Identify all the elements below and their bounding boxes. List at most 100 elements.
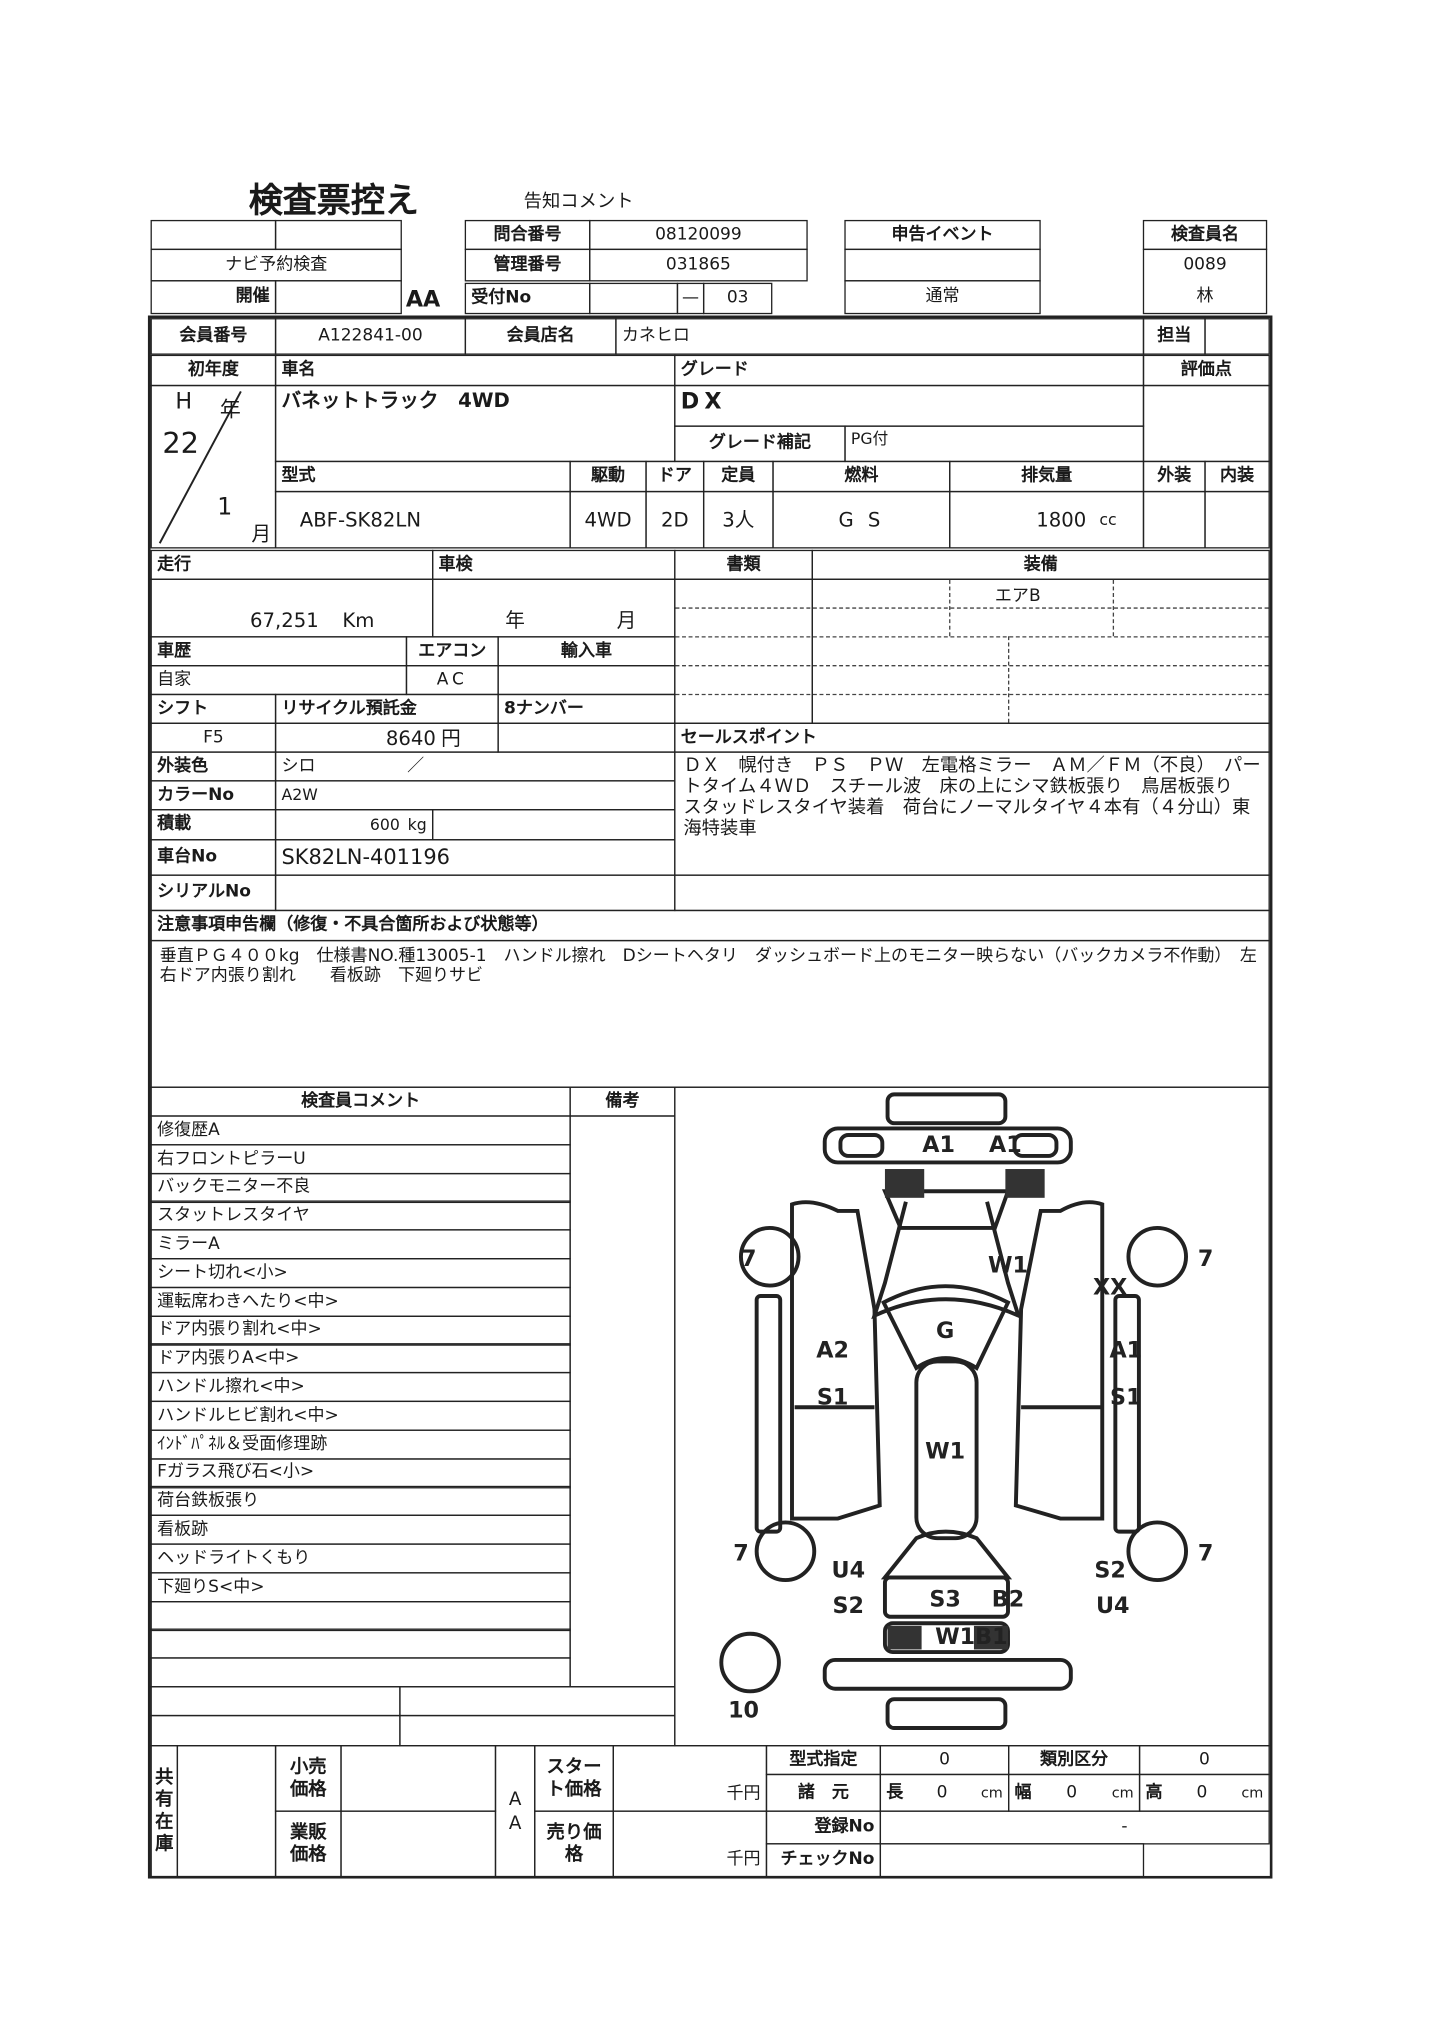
door: 2D: [645, 490, 705, 549]
color-no-label: カラーNo: [150, 780, 277, 811]
receipt-blank: [589, 282, 679, 315]
import-value: [497, 665, 676, 696]
damage-label: S3: [929, 1586, 961, 1612]
length-cell: 長 0 cm: [879, 1773, 1010, 1812]
mileage-cell: 67,251 Km: [150, 578, 434, 638]
event-label: 申告イベント: [844, 219, 1041, 251]
damage-label: W1B1: [934, 1624, 1006, 1650]
grade-note: PG付: [844, 425, 1145, 463]
mileage-label: 走行: [150, 549, 434, 580]
inquiry-number: 08120099: [589, 219, 808, 251]
damage-label: A2: [816, 1337, 849, 1363]
sales-point-label: セールスポイント: [674, 722, 1270, 753]
remarks-area: [569, 1115, 676, 1688]
comment-row: ドア内張り割れ<中>: [150, 1315, 571, 1346]
equipment-item: エアB: [994, 586, 1041, 607]
door-label: ドア: [645, 460, 705, 493]
eight-number-value: [497, 722, 676, 753]
comment-row: 運転席わきへたり<中>: [150, 1286, 571, 1317]
drive: 4WD: [569, 490, 647, 549]
inquiry-label: 問合番号: [464, 219, 591, 251]
left-step: [754, 1293, 782, 1533]
notes-label: 注意事項申告欄（修復・不具合箇所および状態等）: [150, 909, 1270, 942]
registration-label: 登録No: [765, 1810, 882, 1845]
damage-label: S2: [1094, 1557, 1126, 1583]
aircon: AC: [405, 665, 499, 696]
color-cell: シロ ／: [274, 751, 676, 782]
blank-cell: [150, 219, 277, 251]
damage-label: 7: [740, 1245, 755, 1271]
load-label: 積載: [150, 809, 277, 841]
remarks-label: 備考: [569, 1086, 676, 1117]
kaisai-label: 開催: [150, 280, 277, 315]
spec-label: 諸 元: [765, 1773, 882, 1812]
damage-label: A1: [1109, 1337, 1142, 1363]
inspector-label: 検査員名: [1142, 219, 1268, 251]
inspector-comment-label: 検査員コメント: [150, 1086, 571, 1117]
serial-value: [274, 874, 676, 912]
capacity: 3人: [702, 490, 774, 549]
grade-note-label: グレード補記: [674, 425, 846, 463]
damage-label: W1: [924, 1438, 964, 1464]
damage-label: W1: [987, 1252, 1027, 1278]
model: ABF-SK82LN: [274, 490, 571, 549]
capacity-label: 定員: [702, 460, 774, 493]
retail-price-label: 小売価格: [274, 1745, 342, 1812]
wholesale-price-value: [340, 1810, 497, 1878]
comment-row: 荷台鉄板張り: [150, 1486, 571, 1517]
recycle-cell: 8640 円: [274, 722, 499, 753]
displacement-cell: 1800 cc: [949, 490, 1145, 549]
docs-label: 書類: [674, 549, 813, 580]
type-designation: 0: [879, 1745, 1010, 1776]
comment-row: [150, 1600, 571, 1631]
store-name: カネヒロ: [615, 318, 1145, 355]
displacement-unit: cc: [1099, 510, 1117, 529]
type-designation-label: 型式指定: [765, 1745, 882, 1776]
tanto-blank: [1204, 318, 1270, 355]
aa-label: AA: [494, 1745, 536, 1878]
recycle-unit: 円: [441, 725, 461, 750]
rear-dark-left: [886, 1625, 921, 1649]
blank-cell: [274, 219, 402, 251]
damage-label: G: [935, 1317, 953, 1343]
headlight-left: [837, 1132, 884, 1158]
month-unit: 月: [251, 522, 272, 546]
member-no: A122841-00: [274, 318, 467, 355]
damage-label: XX: [1092, 1274, 1126, 1300]
tire-rear-right: [1125, 1519, 1188, 1582]
right-step: [1112, 1293, 1141, 1533]
rear-dark-right: [973, 1625, 1008, 1649]
rear-plate: [884, 1696, 1007, 1730]
month: 1: [217, 493, 233, 522]
left-side: [789, 1199, 882, 1520]
comment-row: 修復歴A: [150, 1115, 571, 1146]
tire-rear-left: [754, 1519, 816, 1582]
shared-stock-label: 共有在庫: [150, 1745, 179, 1878]
mileage: 67,251: [250, 608, 319, 633]
front-bumper-top: [884, 1091, 1007, 1125]
length-label: 長: [886, 1782, 904, 1803]
blank-cell: [399, 1686, 676, 1717]
load-unit: kg: [407, 815, 427, 834]
chassis-no: SK82LN-401196: [274, 839, 676, 876]
interior-label: 内装: [1204, 460, 1270, 493]
right-side: [1013, 1199, 1104, 1520]
event-blank: [844, 248, 1041, 282]
check-no-value: [879, 1843, 1145, 1878]
comment-row: ｲﾝﾄﾞﾊﾟﾈﾙ＆受面修理跡: [150, 1429, 571, 1460]
shift: F5: [150, 722, 277, 753]
comment-row: シート切れ<小>: [150, 1258, 571, 1289]
comment-row: ミラーA: [150, 1229, 571, 1260]
width-label: 幅: [1014, 1782, 1032, 1803]
date-slash: [158, 390, 242, 544]
navi-reservation: ナビ予約検査: [150, 248, 402, 282]
docs-area: [674, 578, 813, 724]
headlight-right: [1011, 1132, 1058, 1158]
tanto-label: 担当: [1142, 318, 1206, 355]
comment-row: 下廻りS<中>: [150, 1571, 571, 1603]
comment-row: ヘッドライトくもり: [150, 1543, 571, 1574]
shaken-label: 車検: [431, 549, 676, 580]
displacement-label: 排気量: [949, 460, 1145, 493]
spare-tire: [718, 1631, 781, 1693]
divider: [1007, 636, 1010, 723]
